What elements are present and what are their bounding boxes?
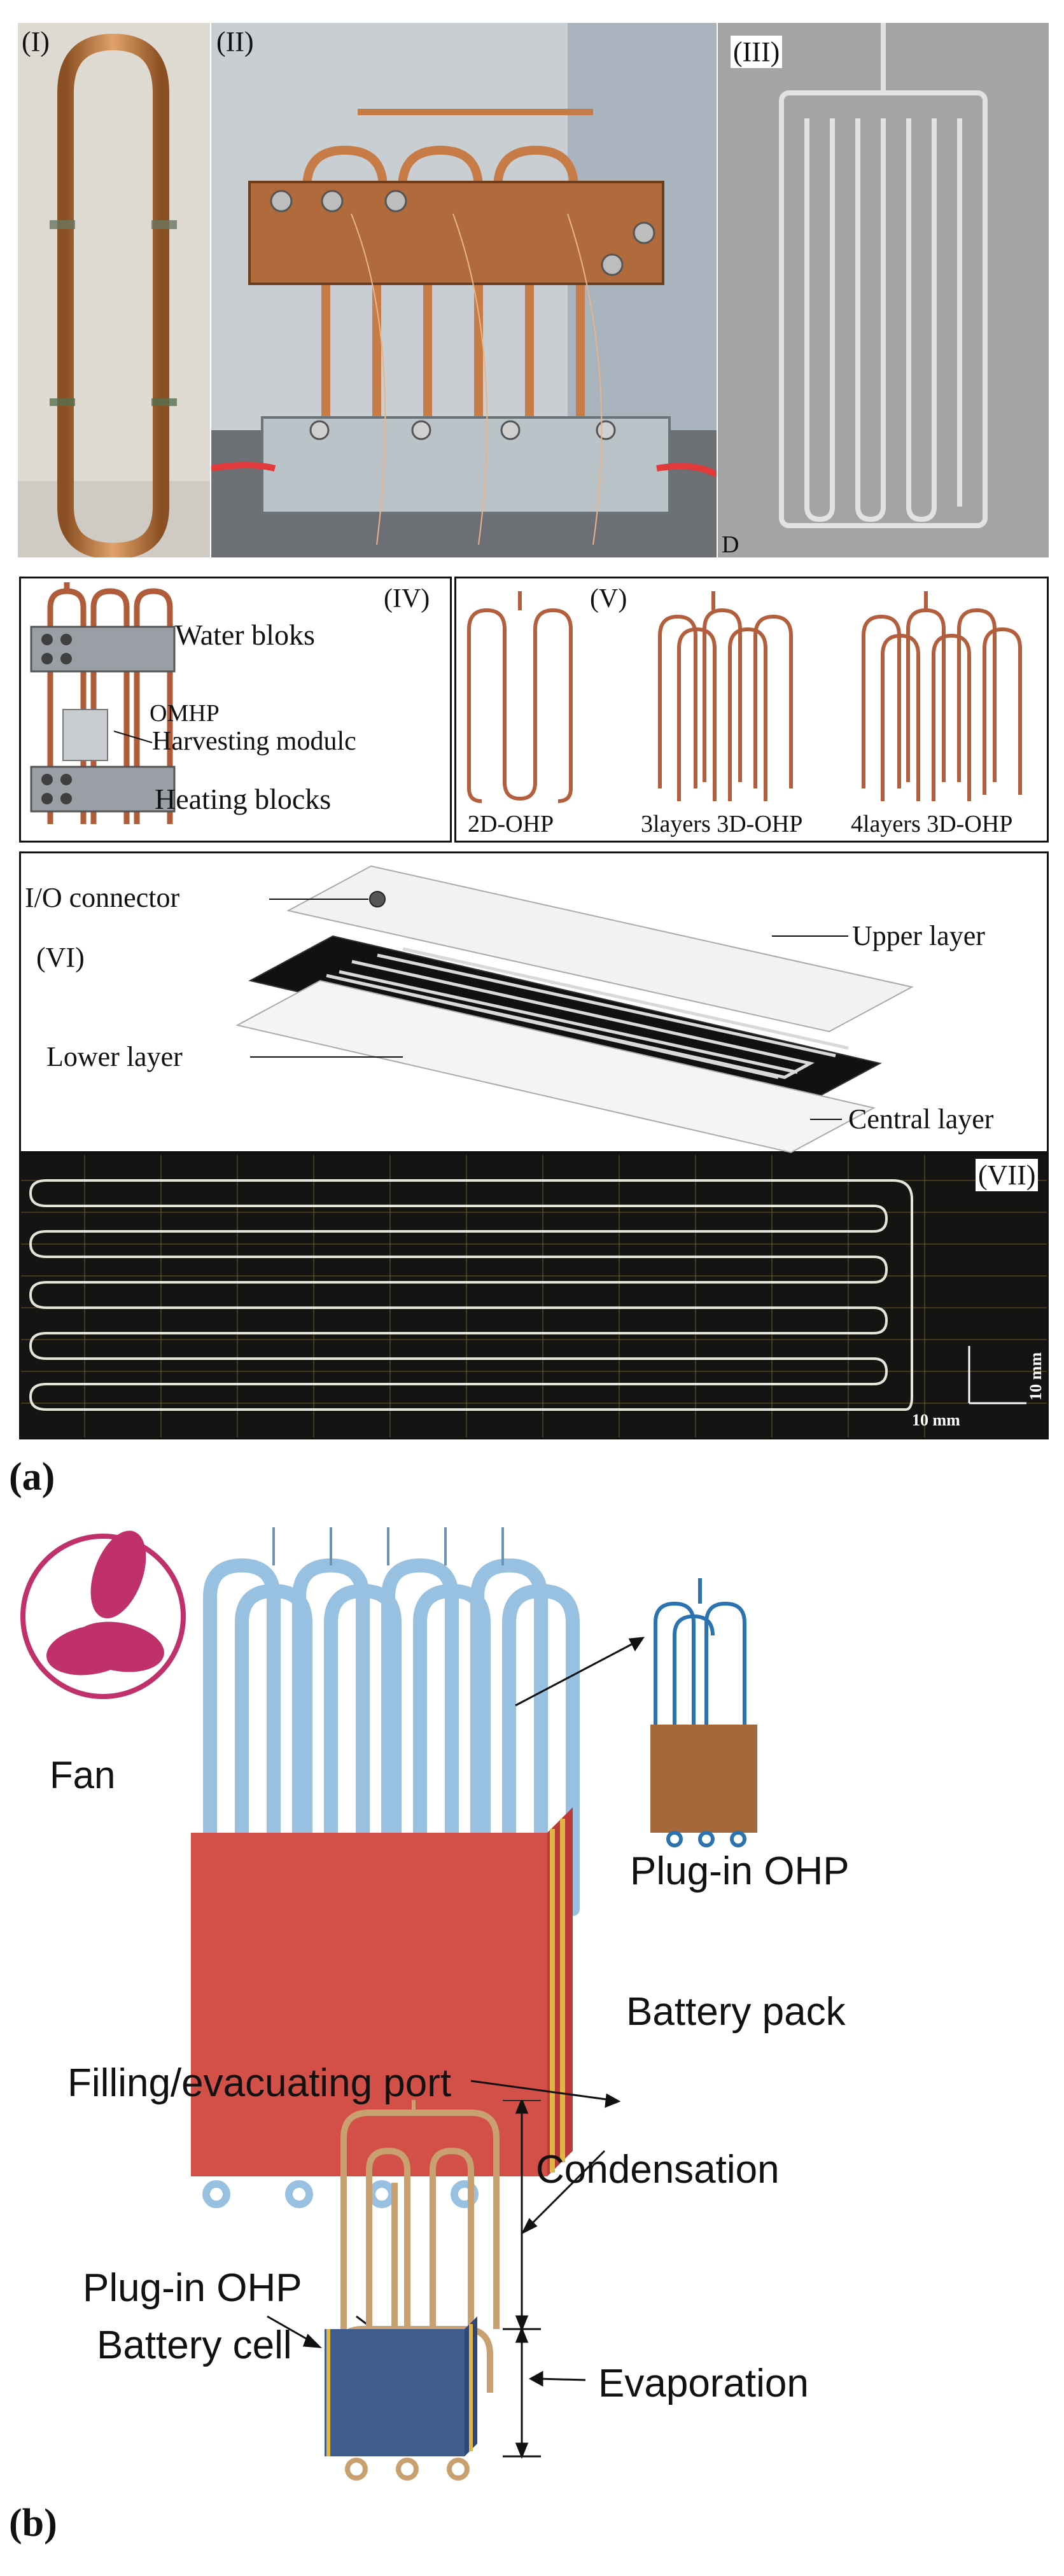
- water-blocks-label: Water bloks: [175, 619, 315, 651]
- plugin-ohp-top-label: Plug-in OHP: [630, 1849, 850, 1893]
- io-connector-label: I/O connector: [25, 882, 180, 913]
- panel-v-box: (V): [454, 577, 1049, 843]
- layer-stack-illustration: [235, 865, 914, 1154]
- panel-b-label: (b): [9, 2502, 57, 2545]
- flat-ohp-illustration: [718, 23, 1049, 557]
- photo-ii-test-rig: (II): [211, 23, 717, 557]
- ohp-variants-illustration: [467, 591, 1022, 803]
- ohp-2d-label: 2D-OHP: [468, 811, 554, 837]
- pack-pipes: [203, 1558, 580, 1916]
- cell-ohp-illustration: [267, 2100, 606, 2481]
- evaporation-label: Evaporation: [598, 2362, 809, 2405]
- panel-vi-box: (VI) I/O connector Upper layer Lower lay…: [19, 851, 1049, 1154]
- panel-b-illustration: [20, 1527, 757, 2393]
- panel-iv-box: (IV) Water bloks OMHP Harvesting modulc …: [19, 577, 452, 843]
- ohp-4layer-label: 4layers 3D-OHP: [851, 811, 1013, 837]
- photo-iii-flat-ohp: (III) D: [718, 23, 1049, 557]
- condensation-label: Condensation: [536, 2148, 780, 2192]
- central-layer-label: Central layer: [848, 1103, 994, 1135]
- plugin-ohp-small-pipes: [654, 1578, 746, 1725]
- panel-vii-label: (VII): [976, 1159, 1039, 1191]
- photo-ii-label: (II): [216, 26, 254, 57]
- panel-vii-box: (VII) 10 mm 10 mm: [19, 1153, 1049, 1439]
- photo-i-label: (I): [22, 26, 50, 57]
- fan-ring: [20, 1534, 186, 1699]
- pack-ports: [272, 1527, 504, 1565]
- panel-vi-label: (VI): [36, 942, 85, 973]
- test-rig-illustration: [211, 23, 717, 557]
- serpentine-channel-illustration: [21, 1155, 1047, 1438]
- fan-label: Fan: [50, 1754, 116, 1796]
- lower-layer-label: Lower layer: [46, 1041, 183, 1072]
- upper-layer-label: Upper layer: [852, 920, 985, 951]
- copper-loop-illustration: [18, 23, 210, 557]
- harvesting-module-label: Harvesting modulc: [152, 727, 356, 756]
- photo-iii-label: (III): [731, 36, 783, 68]
- panel-v-label: (V): [590, 584, 627, 613]
- ohp-3layer-label: 3layers 3D-OHP: [641, 811, 803, 837]
- plugin-ohp-left-label: Plug-in OHP: [83, 2266, 302, 2310]
- plugin-ohp-small-block: [650, 1725, 757, 1833]
- filling-port-label: Filling/evacuating port: [67, 2061, 452, 2105]
- pack-separators: [550, 1819, 565, 2173]
- photo-i-copper-loop: (I): [18, 23, 210, 557]
- omhp-label: OMHP: [150, 700, 220, 727]
- panel-iv-label: (IV): [384, 584, 430, 613]
- panel-iv-leaders: [113, 731, 153, 743]
- panel-a-label: (a): [9, 1455, 55, 1499]
- horizontal-scale-label: 10 mm: [912, 1411, 960, 1429]
- heating-blocks-label: Heating blocks: [155, 783, 332, 815]
- fan-blades: [46, 1530, 164, 1676]
- photo-iii-corner-letter: D: [722, 531, 739, 557]
- battery-cell-label: Battery cell: [97, 2323, 292, 2367]
- omhp-module-illustration: [30, 582, 176, 824]
- vertical-scale-label: 10 mm: [1026, 1352, 1045, 1401]
- battery-pack-label: Battery pack: [626, 1990, 846, 2034]
